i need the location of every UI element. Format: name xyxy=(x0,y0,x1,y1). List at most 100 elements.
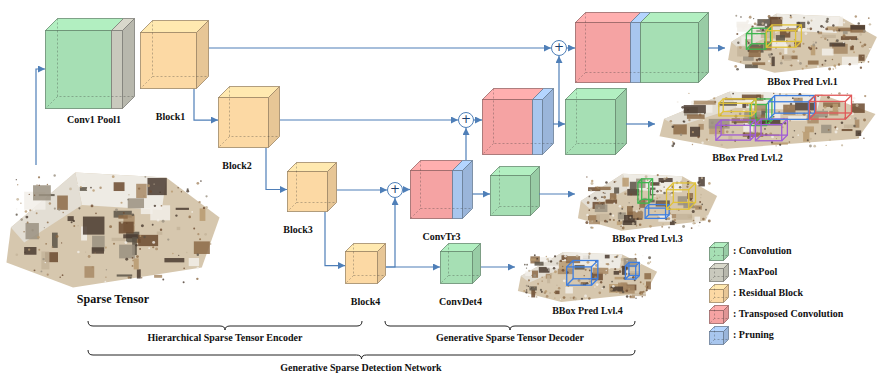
scene-picture xyxy=(562,266,564,268)
scene-picture xyxy=(637,217,640,220)
scene-picture xyxy=(851,45,853,47)
scene-picture xyxy=(766,25,801,47)
layer-cube: ConvDet4 xyxy=(440,243,481,284)
scene-picture xyxy=(853,51,855,53)
scene-picture xyxy=(725,10,880,74)
scene-picture xyxy=(692,222,695,225)
scene-picture xyxy=(598,207,600,209)
scene-picture xyxy=(753,18,754,19)
scene-picture xyxy=(815,41,817,43)
scene-picture xyxy=(635,188,637,190)
scene-picture xyxy=(581,298,583,300)
cube-shape xyxy=(346,244,386,284)
scene-picture xyxy=(152,224,154,226)
scene-picture xyxy=(832,24,834,26)
scene-picture xyxy=(708,140,709,141)
cube-shape xyxy=(441,244,481,284)
scene-picture xyxy=(638,179,653,203)
scene-picture xyxy=(614,181,616,183)
scene-picture xyxy=(754,22,757,25)
scene-picture xyxy=(587,261,590,264)
scene-picture xyxy=(821,125,831,133)
scene-picture xyxy=(15,254,18,257)
scene-picture xyxy=(53,174,55,176)
scene-picture xyxy=(622,227,625,230)
scene-picture xyxy=(827,39,829,41)
scene-picture xyxy=(128,194,129,195)
scene-picture xyxy=(625,262,639,279)
scene-picture xyxy=(643,291,645,293)
scene-picture xyxy=(104,281,106,283)
scene-picture xyxy=(807,139,809,141)
scene-picture xyxy=(816,47,818,49)
scene-picture xyxy=(23,231,25,233)
scene-picture xyxy=(625,262,639,279)
node-label: Block4 xyxy=(351,296,380,308)
sum-node: + xyxy=(458,112,474,128)
cube-shape xyxy=(269,87,280,148)
cube-shape xyxy=(141,21,209,89)
scene-picture xyxy=(558,287,561,290)
scene-picture xyxy=(784,44,787,54)
decoder-cube xyxy=(491,167,540,216)
cube-shape xyxy=(123,19,135,109)
scene-picture xyxy=(626,214,628,216)
scene-picture xyxy=(138,235,158,246)
scene-picture xyxy=(822,49,834,56)
scene-picture xyxy=(94,252,95,253)
scene-picture xyxy=(92,189,94,191)
scene-picture xyxy=(40,270,42,272)
data-flow-wire xyxy=(474,119,482,120)
scene-picture xyxy=(869,23,871,25)
scene-picture xyxy=(666,183,695,209)
scene-picture xyxy=(776,42,777,43)
data-flow-wire xyxy=(558,56,559,124)
scene-picture xyxy=(805,65,807,67)
decoder-cube xyxy=(533,100,543,155)
sum-symbol: + xyxy=(459,113,473,127)
scene-picture xyxy=(33,185,51,200)
scene-picture xyxy=(686,186,688,188)
scene-picture xyxy=(833,104,838,112)
scene-picture xyxy=(609,213,611,215)
scene-picture xyxy=(172,253,174,255)
scene-picture xyxy=(682,109,684,111)
point-cloud-scene: Sparse Tensor xyxy=(2,165,224,290)
legend-swatch xyxy=(710,326,729,344)
scene-picture xyxy=(25,210,28,213)
connector-arrow xyxy=(465,128,466,160)
scene-picture xyxy=(544,292,546,294)
scene-picture xyxy=(831,93,832,94)
scene-picture xyxy=(801,117,802,118)
scene-picture xyxy=(535,292,536,293)
scene-picture xyxy=(525,291,527,293)
sum-symbol: + xyxy=(552,41,566,55)
scene-picture xyxy=(824,106,827,109)
scene-picture xyxy=(835,67,836,68)
layer-cube: Block4 xyxy=(345,243,386,284)
scene-picture xyxy=(78,207,80,209)
scene-picture xyxy=(742,27,745,30)
scene-picture xyxy=(779,17,781,19)
scene-picture xyxy=(764,128,766,130)
scene-picture xyxy=(650,261,652,263)
scene-picture xyxy=(554,270,557,273)
scene-picture xyxy=(559,260,562,263)
scene-picture xyxy=(746,20,749,23)
scene-picture xyxy=(856,130,862,136)
scene-picture xyxy=(687,215,690,218)
scene-picture xyxy=(196,267,199,270)
scene-picture xyxy=(736,33,738,35)
scene-picture xyxy=(668,226,670,228)
scene-picture xyxy=(87,188,90,191)
cube-shape xyxy=(197,21,209,89)
scene-picture xyxy=(758,58,761,61)
scene-picture xyxy=(589,189,591,191)
scene-picture xyxy=(704,113,706,115)
scene-picture xyxy=(562,269,565,272)
node-label: BBox Pred Lvl.4 xyxy=(552,305,623,317)
scene-picture xyxy=(596,283,599,286)
cube-shape xyxy=(218,86,280,148)
scene-picture xyxy=(591,221,593,223)
scene-picture xyxy=(866,56,867,57)
